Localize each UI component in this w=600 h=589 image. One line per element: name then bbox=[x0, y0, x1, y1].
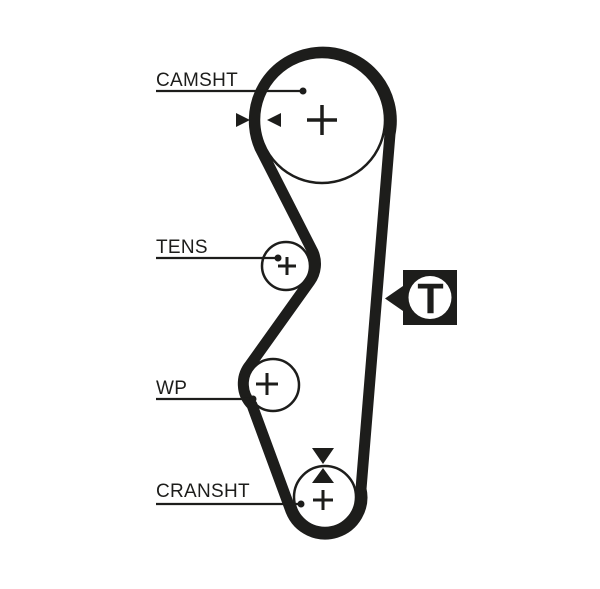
tensioner-center-cross-icon bbox=[278, 257, 296, 275]
tension-marker-circle bbox=[408, 276, 452, 319]
water-pump-center-cross-icon bbox=[256, 373, 278, 395]
crankshaft-center-cross-icon bbox=[313, 490, 333, 510]
crankshaft-leader-dot bbox=[297, 500, 305, 508]
camshaft-timing-mark-left-arrow-icon bbox=[267, 113, 281, 127]
camshaft-label: CAMSHT bbox=[156, 70, 238, 91]
crankshaft-label: CRANSHT bbox=[156, 481, 250, 502]
tension-marker-label: T bbox=[417, 275, 443, 323]
water-pump-label: WP bbox=[156, 378, 187, 399]
camshaft-leader-dot bbox=[299, 87, 307, 95]
water-pump-leader-dot bbox=[249, 395, 257, 403]
tension-marker: T bbox=[385, 270, 457, 325]
crankshaft-timing-mark-up-arrow-icon bbox=[312, 468, 334, 483]
tensioner-leader-dot bbox=[274, 254, 282, 262]
crankshaft-timing-mark-down-arrow-icon bbox=[312, 448, 334, 464]
tensioner-label: TENS bbox=[156, 237, 208, 258]
tension-marker-pointer-icon bbox=[385, 286, 403, 311]
timing-belt-path bbox=[237, 46, 397, 540]
camshaft-timing-mark-right-arrow-icon bbox=[236, 113, 250, 127]
camshaft-center-cross-icon bbox=[307, 105, 337, 135]
tensioner-pulley-circle bbox=[260, 240, 312, 292]
crankshaft-pulley-circle bbox=[292, 464, 358, 530]
